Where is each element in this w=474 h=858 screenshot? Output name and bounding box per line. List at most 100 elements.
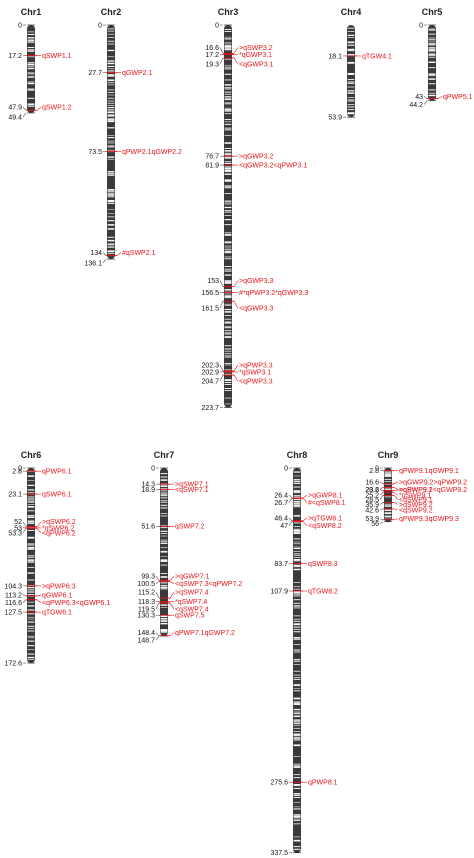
qtl-label: qPWP9.3qGWP9.3: [399, 516, 459, 523]
qtl-label: #<qSWP8.1: [308, 500, 346, 507]
position-tick: [288, 498, 293, 503]
qtl-leader: [393, 489, 399, 491]
qtl-leader: [393, 518, 399, 521]
qtl-label: <qSWP7.1: [175, 487, 209, 494]
position-label: 107.9: [270, 588, 288, 595]
qtl-leader: [393, 481, 399, 485]
qtl-leader: [302, 521, 308, 526]
position-label: 23.6: [365, 487, 379, 494]
position-tick: [219, 301, 224, 309]
qtl-leader: [233, 364, 239, 372]
position-label: 0: [215, 22, 219, 29]
position-label: 18.9: [141, 487, 155, 494]
position-tick: [102, 252, 107, 256]
qtl-label: qPWP9.1qGWP9.1: [399, 468, 459, 475]
qtl-leader: [233, 57, 239, 65]
position-tick: [155, 635, 160, 641]
position-label: 0: [18, 465, 22, 472]
position-tick: [288, 517, 293, 522]
position-label: 25.2: [365, 493, 379, 500]
position-label: 172.6: [4, 660, 22, 667]
position-label: 17.2: [8, 53, 22, 60]
qtl-label: <qSWP8.2: [308, 523, 342, 530]
qtl-label: qSWP6.1: [42, 492, 72, 499]
position-label: 51.6: [141, 524, 155, 531]
qtl-leader: [169, 632, 175, 636]
position-label: 148.7: [137, 637, 155, 644]
qtl-leader: [233, 47, 239, 54]
position-tick: [379, 521, 384, 525]
position-tick: [219, 374, 224, 382]
chromosome-chr7: Chr7014.318.951.699.3100.5115.2118.3119.…: [137, 450, 242, 644]
qtl-label: qSWP7.5: [175, 613, 205, 620]
qtl-label: <qSWP9.1: [399, 497, 433, 504]
position-label: 0: [18, 22, 22, 29]
position-label: 104.3: [4, 583, 22, 590]
position-label: 18.1: [328, 53, 342, 60]
position-tick: [219, 364, 224, 372]
qtl-label: >qGWP3.3: [239, 278, 274, 285]
position-label: 116.6: [5, 600, 22, 607]
qtl-label: >qSWP6.2: [42, 519, 76, 526]
qtl-label: >qGWP8.1: [308, 492, 343, 499]
qtl-leader: [302, 517, 308, 522]
position-label: 119.5: [138, 606, 155, 613]
qtl-leader: [233, 280, 239, 287]
qtl-leader: [169, 575, 175, 581]
position-label: 202.9: [201, 369, 219, 376]
position-label: 153: [207, 278, 219, 285]
position-tick: [155, 592, 160, 599]
qtl-label: qPWP5.1: [443, 94, 473, 101]
qtl-label: <qSWP9.2: [399, 507, 433, 514]
position-label: 115.2: [138, 590, 155, 597]
chromosome-chr3: Chr3016.617.219.376.781.9153156.5161.520…: [201, 7, 308, 412]
qtl-label: >qSWP9.2: [399, 502, 433, 509]
qtl-label: qTGW6.1: [42, 609, 72, 616]
qtl-leader: [169, 581, 175, 584]
position-label: 2.8: [369, 468, 379, 475]
qtl-label: <qPWP6.2: [42, 531, 76, 538]
chromosome-title: Chr7: [154, 450, 175, 460]
qtl-label: qSWP1.2: [42, 105, 72, 112]
position-tick: [155, 602, 160, 610]
position-label: 0: [151, 465, 155, 472]
position-tick: [379, 495, 384, 500]
position-label: 19.3: [205, 61, 219, 68]
position-label: 136.1: [84, 260, 102, 267]
position-tick: [22, 599, 27, 603]
position-tick: [155, 581, 160, 584]
qtl-leader: [116, 252, 122, 256]
position-label: 14.3: [141, 482, 155, 489]
qtl-label: >qGWP9.2>qPWP9.2: [399, 479, 467, 486]
position-label: 99.3: [141, 574, 155, 581]
qtl-label: >qPWP6.3: [42, 583, 76, 590]
qtl-leader: [302, 498, 308, 503]
position-label: 156.5: [201, 290, 219, 297]
position-tick: [379, 489, 384, 491]
qtl-label: *qSWP9.1: [399, 493, 431, 500]
qtl-label: *qSWP7.4: [175, 599, 207, 606]
position-label: 17.2: [205, 52, 219, 59]
position-label: 202.3: [201, 362, 219, 369]
position-label: 223.7: [201, 405, 219, 412]
chromosome-title: Chr8: [287, 450, 308, 460]
qtl-label: *qSWP6.2: [42, 525, 74, 532]
position-tick: [379, 502, 384, 505]
position-label: 47: [280, 523, 288, 530]
qtl-label: >qGWP3.2: [239, 154, 274, 161]
qtl-label: qSWP8.3: [308, 561, 338, 568]
qtl-leader: [302, 494, 308, 499]
chromosome-title: Chr4: [341, 7, 362, 17]
position-tick: [22, 521, 27, 527]
qtl-label: <qGWP3.2<qPWP3.1: [239, 162, 307, 169]
position-tick: [219, 57, 224, 65]
qtl-label: qSWP1.1: [42, 53, 72, 60]
chromosome-bar: [293, 468, 301, 853]
position-label: 47.9: [8, 105, 22, 112]
position-label: 0: [375, 465, 379, 472]
position-tick: [22, 594, 27, 597]
chromosome-title: Chr9: [378, 450, 399, 460]
